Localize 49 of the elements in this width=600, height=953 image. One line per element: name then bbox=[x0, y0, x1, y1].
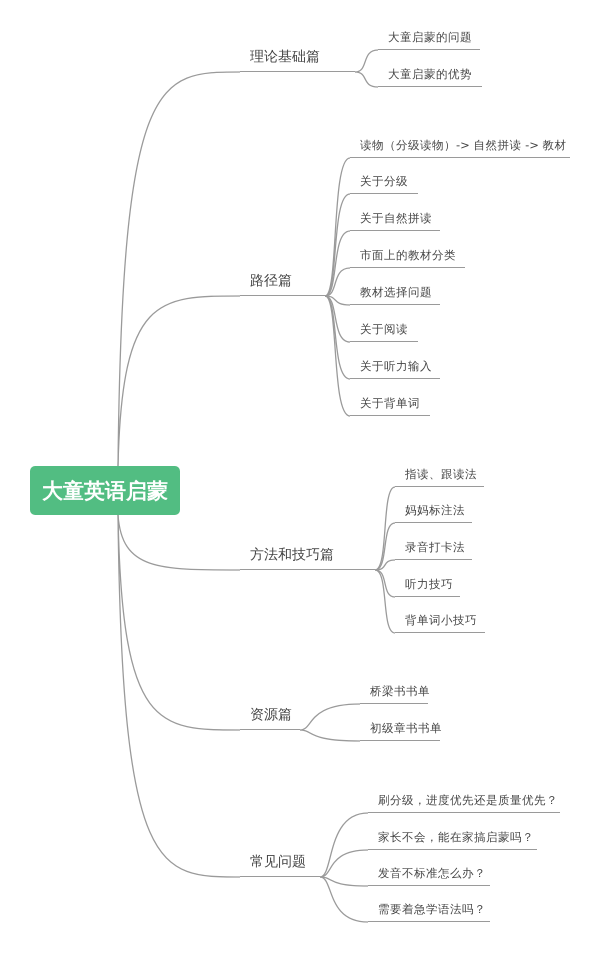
connector bbox=[354, 49, 378, 73]
subtopic: 关于分级 bbox=[350, 172, 418, 194]
subtopic: 发音不标准怎么办？ bbox=[368, 864, 490, 886]
connector bbox=[324, 193, 350, 297]
connector bbox=[117, 514, 240, 878]
branch-topic: 资源篇 bbox=[240, 706, 300, 730]
connector bbox=[117, 295, 240, 466]
central-topic-box: 大童英语启蒙 bbox=[30, 466, 180, 515]
subtopic: 桥梁书书单 bbox=[360, 682, 428, 704]
connector bbox=[320, 876, 368, 887]
subtopic: 背单词小技巧 bbox=[395, 611, 485, 633]
connector bbox=[374, 522, 396, 571]
subtopic: 关于听力输入 bbox=[350, 357, 440, 379]
connector bbox=[320, 876, 368, 923]
connector bbox=[374, 559, 396, 571]
connector bbox=[324, 295, 350, 380]
subtopic: 初级章书书单 bbox=[360, 719, 440, 741]
subtopic: 录音打卡法 bbox=[395, 538, 472, 560]
connector bbox=[374, 569, 396, 634]
connector bbox=[320, 849, 368, 878]
branch-topic: 理论基础篇 bbox=[240, 48, 355, 72]
subtopic: 刷分级，进度优先还是质量优先？ bbox=[368, 791, 560, 813]
connector bbox=[320, 812, 368, 878]
connector bbox=[324, 295, 350, 306]
subtopic: 关于自然拼读 bbox=[350, 209, 440, 231]
branch-topic: 常见问题 bbox=[240, 853, 320, 877]
subtopic: 关于阅读 bbox=[350, 320, 418, 342]
connector bbox=[300, 703, 360, 731]
connector bbox=[324, 295, 350, 417]
subtopic: 家长不会，能在家搞启蒙吗？ bbox=[368, 828, 537, 850]
subtopic: 大童启蒙的问题 bbox=[378, 28, 480, 50]
subtopic: 妈妈标注法 bbox=[395, 501, 472, 523]
branch-topic: 方法和技巧篇 bbox=[240, 546, 375, 570]
subtopic: 关于背单词 bbox=[350, 394, 430, 416]
connector bbox=[324, 157, 350, 296]
subtopic: 指读、跟读法 bbox=[395, 465, 484, 487]
connector bbox=[354, 71, 378, 88]
branch-topic: 路径篇 bbox=[240, 272, 325, 296]
connector bbox=[324, 267, 350, 297]
subtopic: 需要着急学语法吗？ bbox=[368, 900, 490, 922]
subtopic: 大童启蒙的优势 bbox=[378, 65, 482, 87]
subtopic: 听力技巧 bbox=[395, 575, 460, 597]
subtopic: 市面上的教材分类 bbox=[350, 246, 465, 268]
connector bbox=[374, 486, 396, 571]
subtopic: 教材选择问题 bbox=[350, 283, 440, 305]
connector bbox=[117, 514, 240, 571]
connector bbox=[374, 569, 396, 598]
connector bbox=[300, 729, 360, 742]
subtopic: 读物（分级读物）-> 自然拼读 -> 教材 bbox=[350, 136, 570, 158]
